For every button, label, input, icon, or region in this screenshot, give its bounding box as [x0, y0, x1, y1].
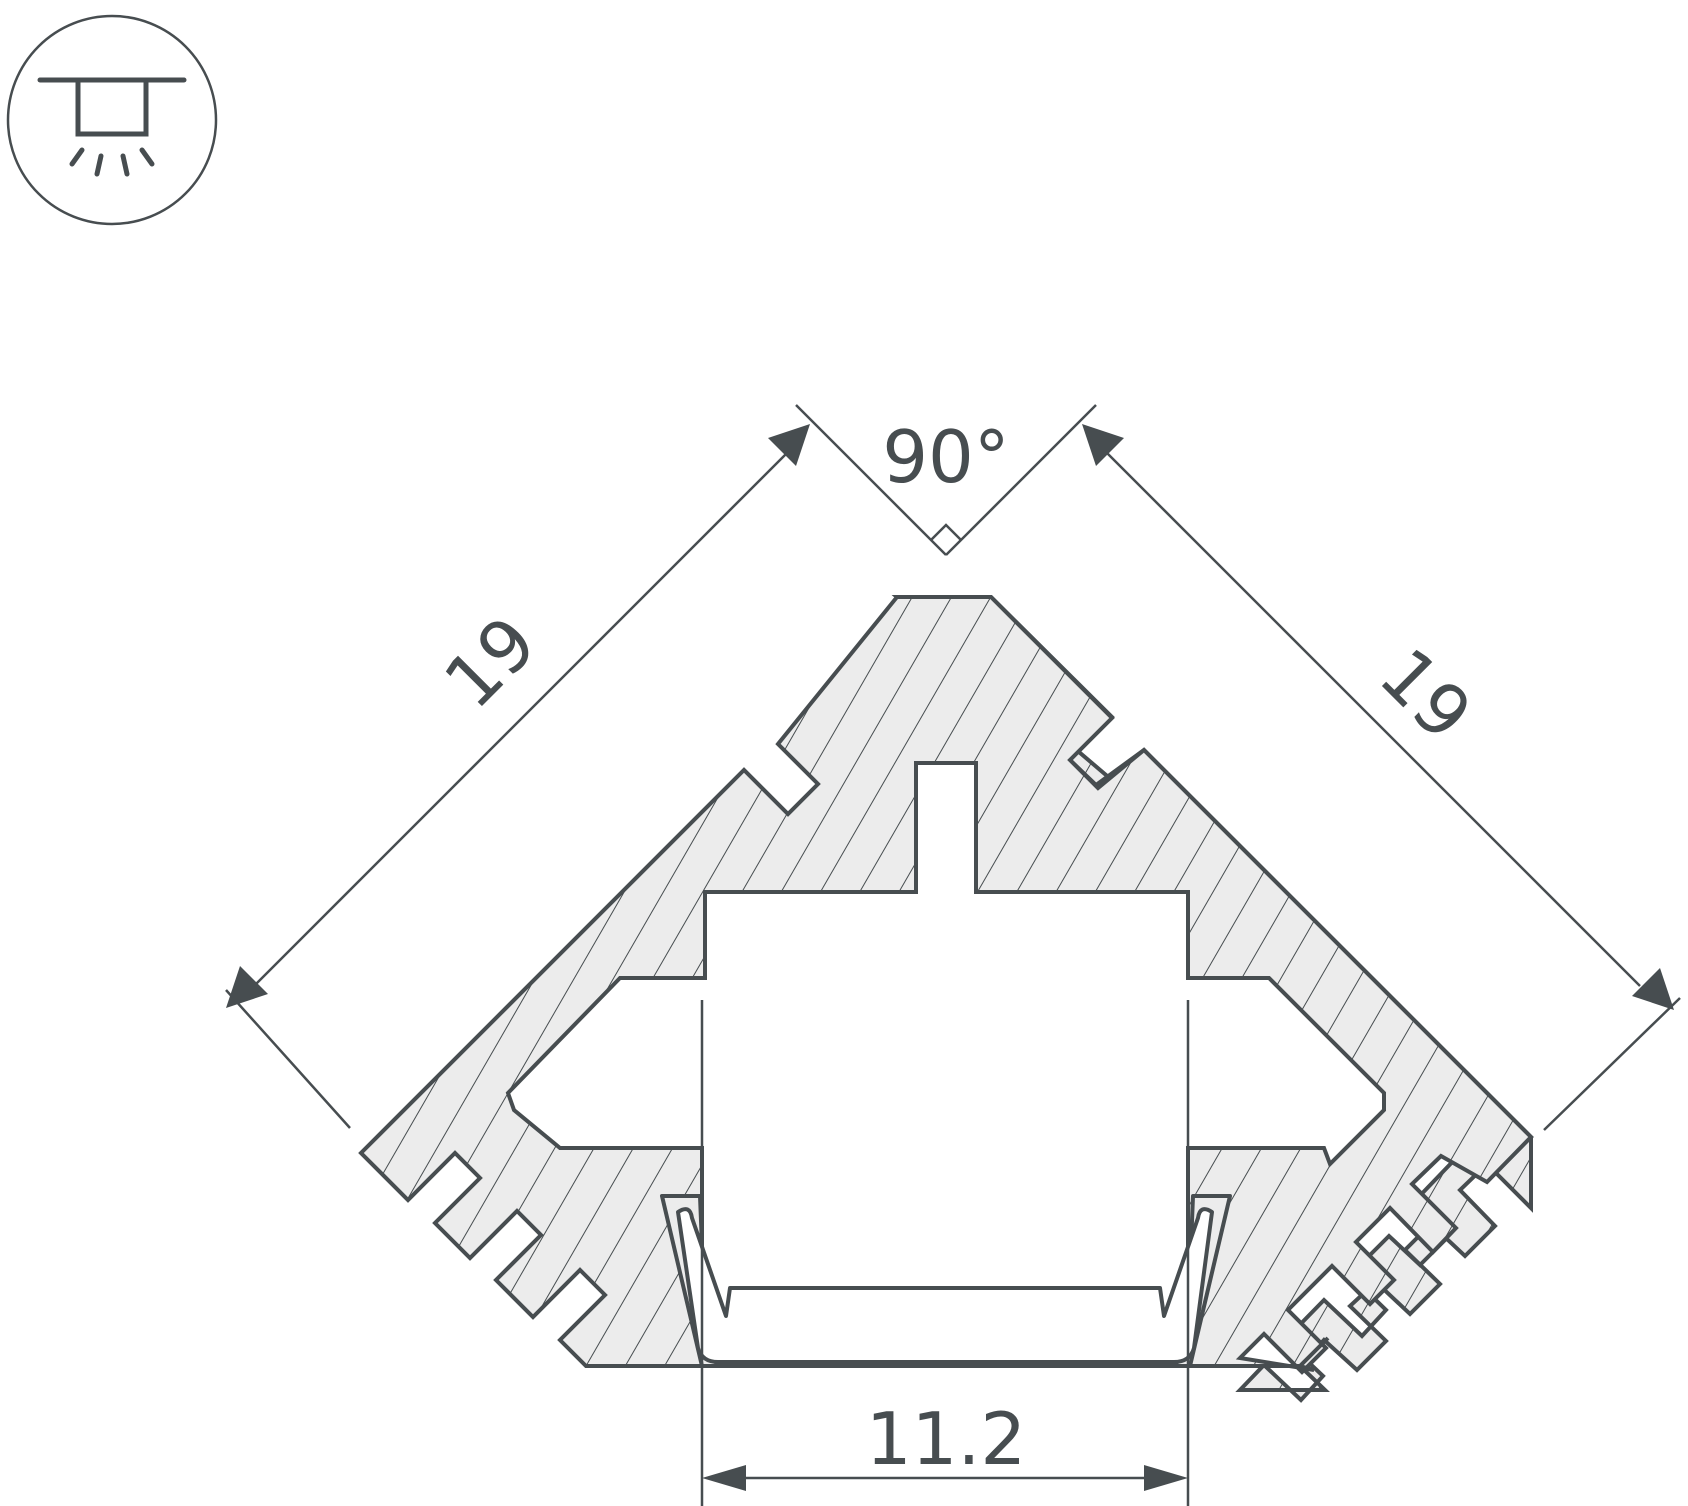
profile-body [358, 595, 1534, 1375]
right-side-length-label: 19 [1364, 632, 1488, 756]
dimension-lines [253, 435, 1641, 1480]
diffuser [660, 1194, 1232, 1368]
dimension-arrows [226, 424, 1674, 1491]
angle-label: 90° [882, 415, 1010, 499]
opening-width-label: 11.2 [866, 1397, 1026, 1481]
extension-lines [225, 404, 1681, 1506]
ceiling-mount-light-icon [6, 14, 218, 226]
